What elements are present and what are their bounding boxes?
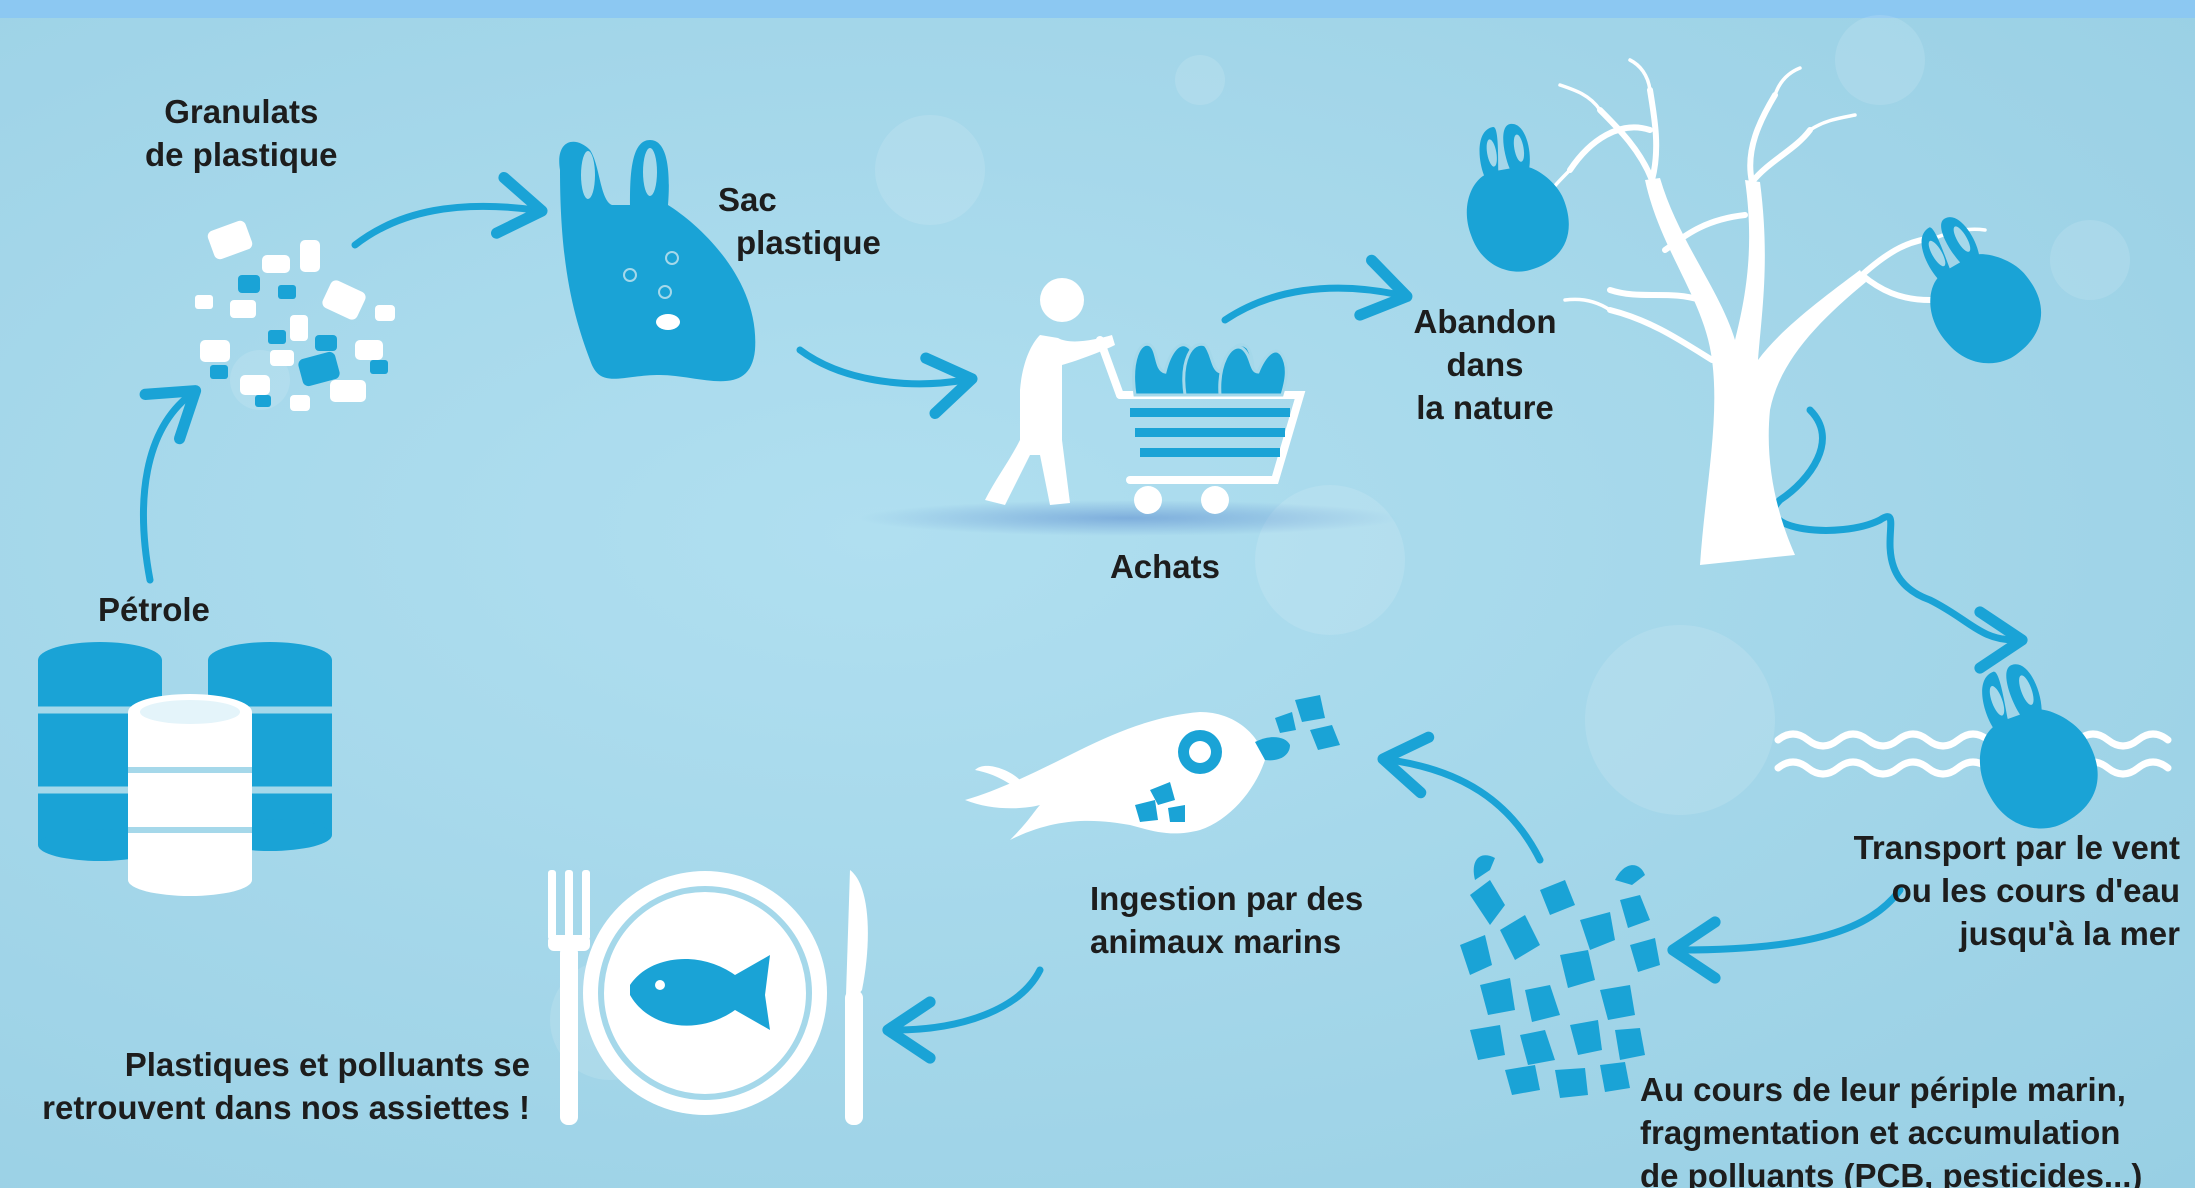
label-fragmentation-line-1: Au cours de leur périple marin, <box>1640 1071 2126 1108</box>
arrow-transport-to-fragmentation <box>1667 886 1904 984</box>
label-abandon-line-1: Abandon <box>1413 303 1557 340</box>
arrow-ingestion-to-plate <box>882 966 1044 1064</box>
plastic-granules-icon <box>195 220 395 411</box>
arrow-granulats-to-sac <box>351 172 548 249</box>
bag-in-tree-right-icon <box>1891 197 2059 383</box>
label-transport-line-3: jusqu'à la mer <box>1959 915 2180 952</box>
fragmented-bag-icon <box>1460 855 1660 1098</box>
label-fragmentation-line-3: de polluants (PCB, pesticides...) <box>1640 1157 2143 1188</box>
label-achats-line-1: Achats <box>1109 548 1221 585</box>
cycle-arrows <box>139 172 2028 1064</box>
label-achats: Achats <box>1100 545 1230 588</box>
label-ingestion: Ingestion par des animaux marins <box>1090 877 1363 963</box>
top-bar <box>0 0 2195 18</box>
label-assiettes: Plastiques et polluants se retrouvent da… <box>10 1043 530 1129</box>
bag-in-sea-icon <box>1949 649 2113 845</box>
label-abandon-line-3: la nature <box>1416 389 1554 426</box>
arrow-nature-to-sea <box>1770 406 2028 674</box>
fish-icon <box>965 695 1340 840</box>
arrow-fragmentation-to-fish <box>1377 731 1544 864</box>
knife-icon <box>845 870 868 1125</box>
label-abandon-line-2: dans <box>1446 346 1524 383</box>
label-sac-line-1: Sac <box>718 181 777 218</box>
label-transport: Transport par le vent ou les cours d'eau… <box>1775 826 2180 955</box>
tree-icon <box>1543 58 1987 565</box>
label-assiettes-line-1: Plastiques et polluants se <box>124 1046 530 1083</box>
fish-on-plate-icon <box>630 955 770 1030</box>
label-fragmentation: Au cours de leur périple marin, fragment… <box>1640 1068 2142 1188</box>
arrow-petrole-to-granulats <box>139 385 202 584</box>
label-granulats-line-1: Granulats <box>164 93 319 130</box>
shopper-cart-icon <box>860 278 1400 536</box>
plate-fork-knife-icon <box>548 870 868 1125</box>
label-transport-line-2: ou les cours d'eau <box>1891 872 2180 909</box>
label-ingestion-line-2: animaux marins <box>1090 923 1342 960</box>
label-petrole: Pétrole <box>98 588 210 631</box>
label-ingestion-line-1: Ingestion par des <box>1090 880 1364 917</box>
fork-icon <box>548 870 590 1125</box>
plastic-bag-icon <box>559 140 756 382</box>
arrow-achats-to-abandon <box>1221 254 1413 324</box>
label-sac-line-2: plastique <box>736 224 881 261</box>
bag-in-tree-left-icon <box>1452 116 1577 280</box>
label-transport-line-1: Transport par le vent <box>1853 829 2180 866</box>
label-granulats-line-2: de plastique <box>145 136 338 173</box>
label-petrole-line-1: Pétrole <box>98 591 210 628</box>
label-granulats: Granulats de plastique <box>145 90 338 176</box>
sea-waves-icon <box>1774 730 2172 778</box>
label-assiettes-line-2: retrouvent dans nos assiettes ! <box>42 1089 530 1126</box>
arrow-sac-to-achats <box>796 346 978 419</box>
oil-barrels-icon <box>38 642 332 896</box>
label-abandon: Abandon dans la nature <box>1385 300 1585 429</box>
label-sac-plastique: Sac plastique <box>718 178 881 264</box>
label-fragmentation-line-2: fragmentation et accumulation <box>1640 1114 2121 1151</box>
